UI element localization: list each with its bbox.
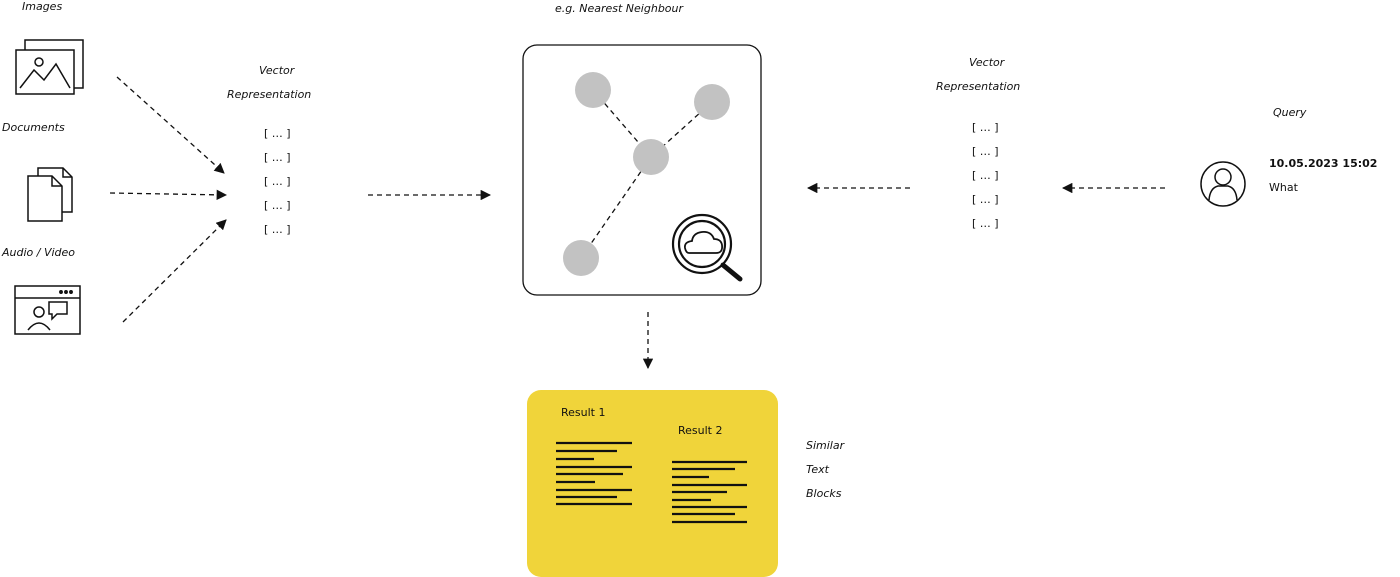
- similar-label: Similar: [806, 439, 845, 452]
- right-representation-label: Representation: [936, 80, 1021, 93]
- graph-node: [633, 139, 669, 175]
- search-cloud-icon: [671, 213, 743, 282]
- vector-entry: [ … ]: [264, 223, 291, 236]
- user-icon: [1200, 161, 1246, 207]
- result-text-lines: [556, 441, 747, 524]
- graph-node: [575, 72, 611, 108]
- arrow-documents-to-vector: [109, 189, 228, 201]
- vector-entry: [ … ]: [264, 199, 291, 212]
- result-2-title: Result 2: [678, 424, 723, 437]
- vector-entry: [ … ]: [972, 217, 999, 230]
- vector-entry: [ … ]: [972, 145, 999, 158]
- audio-video-label: Audio / Video: [2, 246, 76, 259]
- vector-entry: [ … ]: [972, 193, 999, 206]
- right-vector-label: Vector: [969, 56, 1005, 69]
- vector-entry: [ … ]: [264, 175, 291, 188]
- text-label: Text: [806, 463, 829, 476]
- left-vector-list: [ … ] [ … ] [ … ] [ … ] [ … ]: [264, 122, 291, 242]
- graph-node: [694, 84, 730, 120]
- left-representation-label: Representation: [227, 88, 312, 101]
- vector-entry: [ … ]: [264, 127, 291, 140]
- video-call-icon: [14, 285, 81, 335]
- arrow-images-to-vector: [116, 76, 225, 174]
- documents-label: Documents: [2, 121, 65, 134]
- query-timestamp: 10.05.2023 15:02: [1269, 157, 1378, 170]
- arrow-video-to-vector: [122, 219, 227, 323]
- results-box: [527, 390, 778, 577]
- query-label: Query: [1273, 106, 1307, 119]
- vector-entry: [ … ]: [264, 151, 291, 164]
- vector-entry: [ … ]: [972, 169, 999, 182]
- graph-node: [563, 240, 599, 276]
- blocks-label: Blocks: [806, 487, 842, 500]
- query-text: What: [1269, 181, 1298, 194]
- left-vector-label: Vector: [259, 64, 295, 77]
- result-1-title: Result 1: [561, 406, 606, 419]
- vector-entry: [ … ]: [972, 121, 999, 134]
- images-label: Images: [22, 0, 63, 13]
- right-vector-list: [ … ] [ … ] [ … ] [ … ] [ … ]: [972, 116, 999, 236]
- documents-icon: [27, 167, 73, 222]
- graph-nodes: [563, 72, 730, 276]
- image-icon: [15, 39, 84, 95]
- nearest-neighbour-label: e.g. Nearest Neighbour: [555, 2, 684, 15]
